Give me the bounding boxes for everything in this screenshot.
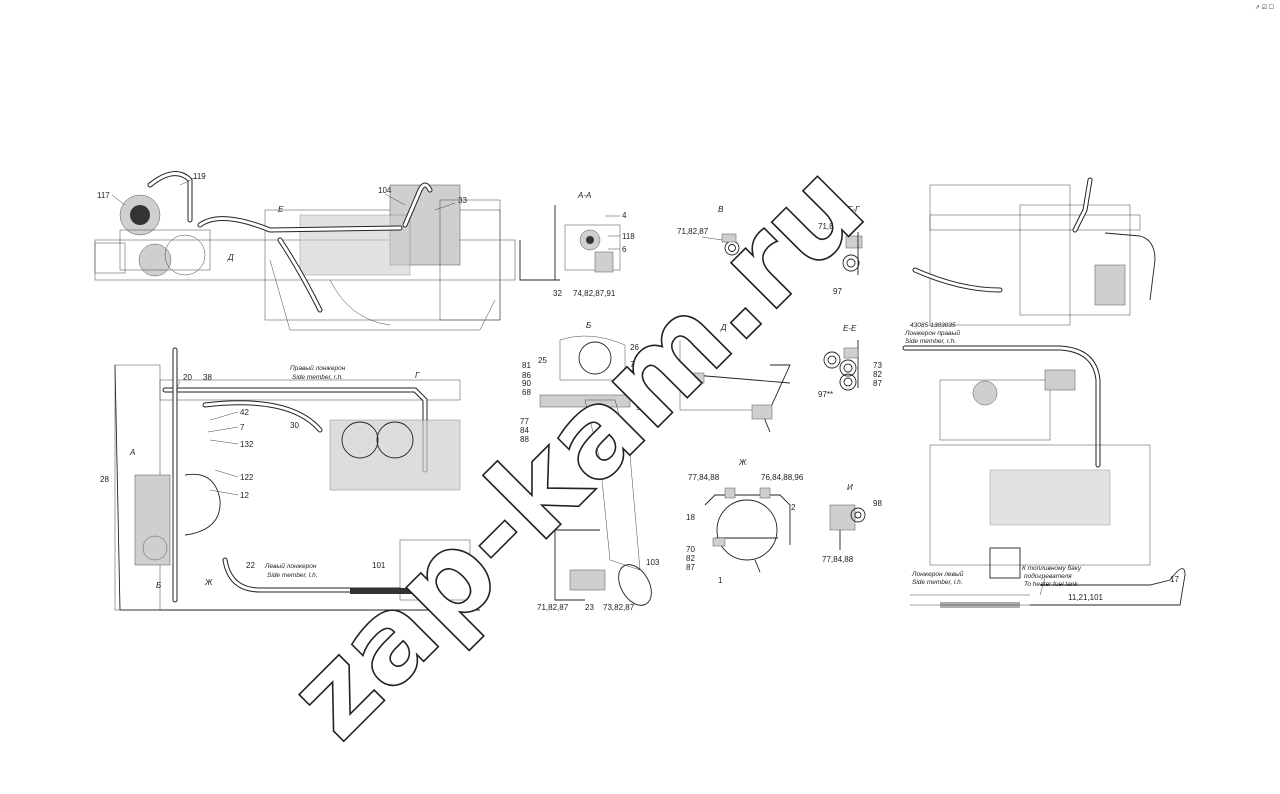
view-mark-d: Д: [227, 253, 234, 262]
callout-7: 7: [240, 423, 245, 432]
view-mark-e: Е: [278, 205, 284, 214]
aa-callout-4: 4: [622, 211, 627, 220]
callout-122: 122: [240, 473, 254, 482]
middle-left-view: Правый лонжерон Side member, r.h. Левый …: [100, 347, 480, 611]
view-mark-b: Б: [156, 581, 161, 590]
aa-callout-74: 74,82,87,91: [573, 289, 616, 298]
v-callout-97: 97: [750, 255, 759, 264]
view-b-title: Б: [586, 321, 591, 330]
b-callout-81: 81: [522, 361, 531, 370]
callout-101: 101: [372, 561, 386, 570]
b-callout-77: 77: [520, 417, 529, 426]
callout-22: 22: [246, 561, 255, 570]
caption-right-member-en: Side member, r.h.: [905, 338, 956, 345]
view-d: Д: [669, 323, 791, 433]
i-callout-98: 98: [873, 499, 882, 508]
aa-callout-6: 6: [622, 245, 627, 254]
zh-callout-76: 76,84,88,96: [761, 473, 804, 482]
caption-right-member-en-main: Side member, r.h.: [292, 374, 343, 381]
gg-callout-71: 71,82,87: [818, 222, 850, 231]
view-mark-a: А: [129, 448, 135, 457]
zh-callout-2: 2: [791, 503, 796, 512]
caption-left-member-ru-main: Левый лонжерон: [264, 562, 317, 570]
bottom-right-view: Лонжерон левый Side member, l.h. К топли…: [902, 345, 1186, 608]
v-callout-71: 71,82,87: [677, 227, 709, 236]
callout-119: 119: [193, 172, 206, 181]
b-callout-8: 8: [536, 506, 541, 515]
zh-callout-87: 87: [686, 563, 695, 572]
caption-fuel-tank-ru1: К топливному баку: [1022, 564, 1082, 572]
b-callout-90: 90: [522, 379, 531, 388]
section-gg: Г-Г 71,82,87 97: [818, 205, 863, 296]
ee-callout-82: 82: [873, 370, 882, 379]
aa-callout-32: 32: [553, 289, 562, 298]
section-zh: Ж 77,84,88 76,84,88,96 18 2 70 82 87 1: [686, 458, 804, 585]
b-callout-87: 87: [630, 369, 639, 378]
b-callout-26: 26: [630, 343, 639, 352]
callout-38: 38: [203, 373, 212, 382]
view-b: Б 81 25 86 90 68 26 70 87 71 87 91 77 84…: [520, 321, 660, 612]
callout-30: 30: [290, 421, 299, 430]
callout-117: 117: [97, 191, 110, 200]
callout-33: 33: [458, 196, 467, 205]
zh-callout-18: 18: [686, 513, 695, 522]
top-right-view: 43085-1303035 Лонжерон правый Side membe…: [904, 177, 1156, 345]
section-zh-title: Ж: [738, 458, 747, 467]
callout-20: 20: [183, 373, 192, 382]
toolbar-icons[interactable]: ↗ ☑ ☐: [1254, 5, 1274, 11]
b-callout-88: 88: [520, 435, 529, 444]
b-callout-23: 23: [585, 603, 594, 612]
view-mark-zh: Ж: [204, 578, 213, 587]
b-callout-86: 86: [522, 371, 531, 380]
b-callout-25: 25: [538, 356, 547, 365]
view-d-title: Д: [720, 323, 727, 332]
view-mark-g: Г: [415, 371, 420, 380]
b-callout-73: 73,82,87: [603, 603, 635, 612]
caption-fuel-tank-en: To heater fuel tank: [1024, 581, 1078, 588]
section-ee-title: Е-Е: [843, 324, 857, 333]
ee-callout-87: 87: [873, 379, 882, 388]
top-left-view: 117 119 104 33 Е Д: [94, 171, 516, 331]
callout-11-21-101: 11,21,101: [1068, 593, 1104, 602]
callout-104: 104: [378, 186, 392, 195]
view-v: В 71,82,87 97: [677, 205, 759, 264]
section-ee: Е-Е 73 82 87 97**: [818, 324, 882, 399]
zh-callout-82: 82: [686, 554, 695, 563]
callout-28: 28: [100, 475, 109, 484]
ee-callout-97: 97**: [818, 390, 833, 399]
caption-part-no: 43085-1303035: [910, 322, 956, 329]
zh-callout-77: 77,84,88: [688, 473, 720, 482]
callout-17: 17: [1170, 575, 1179, 584]
b-callout-84: 84: [520, 426, 529, 435]
view-i-title: И: [847, 483, 853, 492]
b-callout-87b: 87: [636, 394, 645, 403]
view-i: И 98 77,84,88: [822, 483, 882, 564]
b-callout-71b: 71,82,87: [537, 603, 569, 612]
callout-132: 132: [240, 440, 254, 449]
gg-callout-97: 97: [833, 287, 842, 296]
caption-fuel-tank-ru2: подогревателя: [1024, 572, 1072, 580]
b-callout-70: 70: [630, 360, 639, 369]
section-aa-title: А-А: [577, 191, 591, 200]
caption-left-member-en-main: Side member, l.h.: [267, 572, 318, 579]
zh-callout-1: 1: [718, 576, 723, 585]
aa-callout-118: 118: [622, 232, 635, 241]
view-v-title: В: [718, 205, 724, 214]
i-callout-77: 77,84,88: [822, 555, 854, 564]
b-callout-68: 68: [522, 388, 531, 397]
ee-callout-73: 73: [873, 361, 882, 370]
caption-left-member-en: Side member, l.h.: [912, 579, 963, 586]
section-gg-title: Г-Г: [848, 205, 860, 214]
b-callout-103: 103: [646, 558, 660, 567]
b-callout-91: 91: [636, 403, 645, 412]
caption-right-member-ru: Лонжерон правый: [904, 329, 960, 337]
b-callout-71: 71: [636, 386, 645, 395]
zh-callout-70: 70: [686, 545, 695, 554]
section-aa: А-А 4 118 6 32 74,82,87,91: [519, 191, 635, 298]
caption-right-member-ru-main: Правый лонжерон: [290, 364, 346, 372]
caption-left-member-ru: Лонжерон левый: [911, 570, 964, 578]
callout-42: 42: [240, 408, 249, 417]
callout-12: 12: [240, 491, 249, 500]
